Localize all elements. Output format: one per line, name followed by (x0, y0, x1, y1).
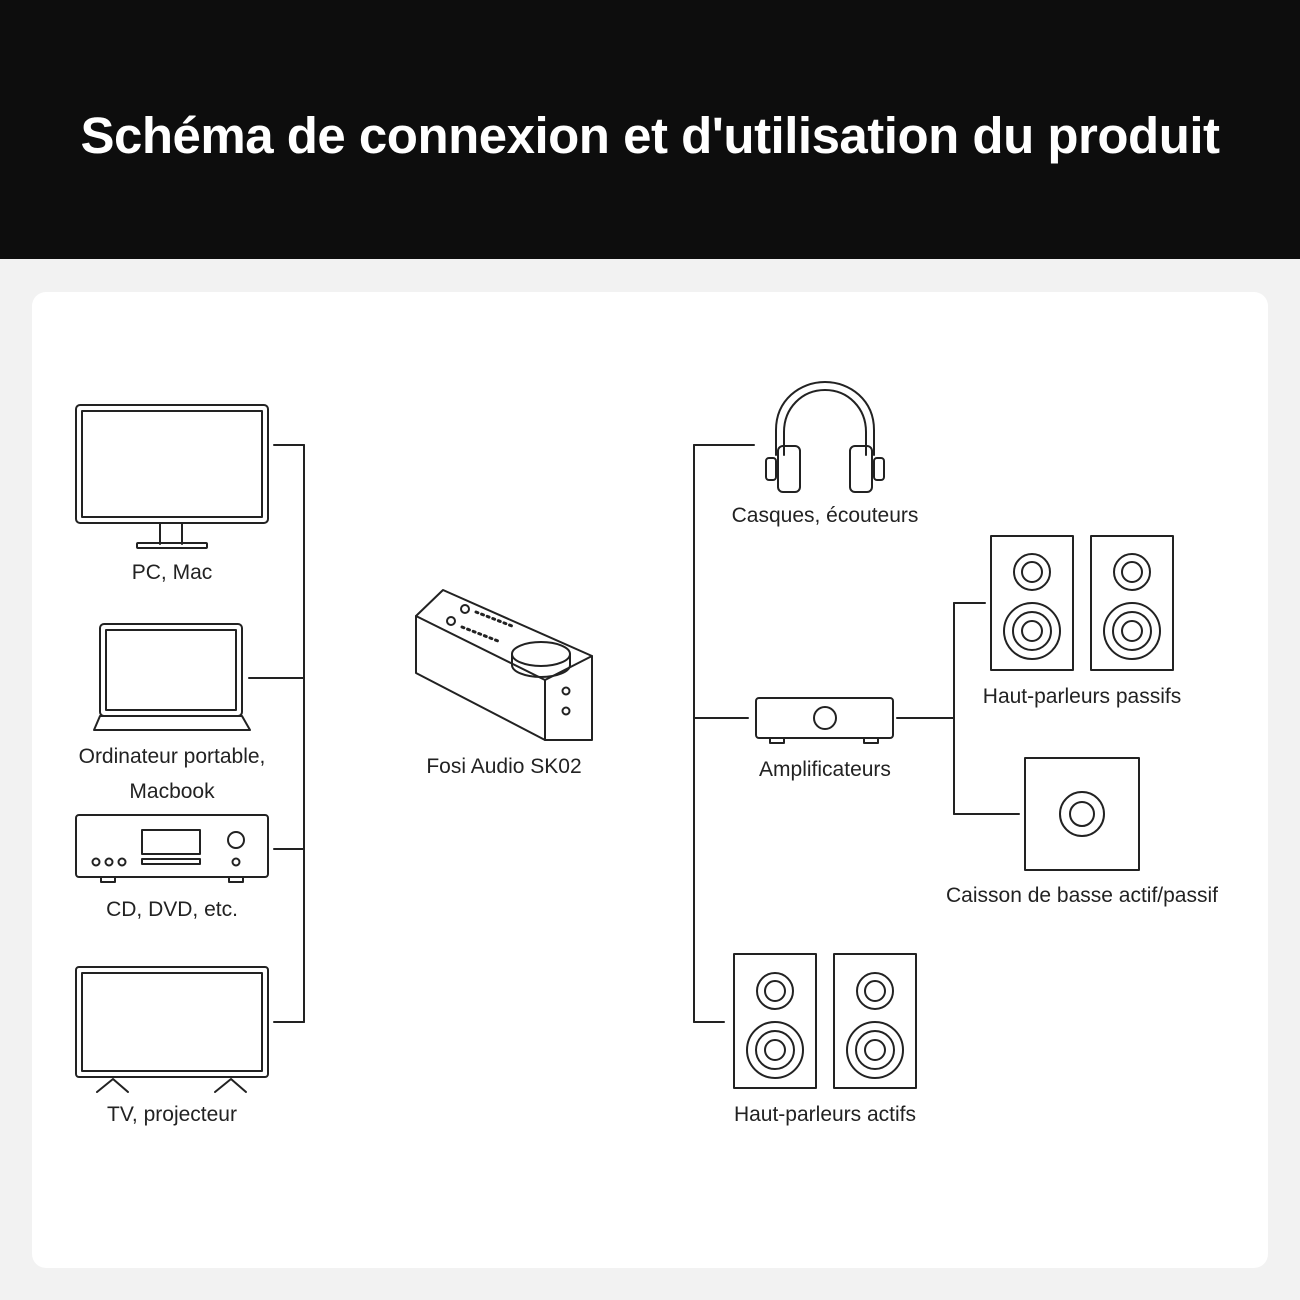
laptop-icon (93, 623, 251, 731)
output-connector-lines (693, 444, 1020, 1023)
monitor-icon (75, 404, 269, 549)
label-device: Fosi Audio SK02 (426, 755, 582, 778)
label-passive-speakers: Haut-parleurs passifs (982, 685, 1182, 708)
diagram-panel (32, 292, 1268, 1268)
header-banner: Schéma de connexion et d'utilisation du … (0, 0, 1300, 259)
label-pc: PC, Mac (131, 561, 213, 584)
amplifier-icon (755, 697, 894, 744)
headphones-icon (765, 381, 885, 493)
label-cd: CD, DVD, etc. (106, 898, 238, 921)
tv-icon (75, 966, 269, 1093)
page-title: Schéma de connexion et d'utilisation du … (80, 107, 1220, 164)
label-laptop: Ordinateur portable, Macbook (78, 745, 266, 803)
cd-player-icon (75, 814, 269, 883)
label-headphones: Casques, écouteurs (731, 504, 919, 527)
active-speakers-icon (733, 953, 917, 1089)
label-tv: TV, projecteur (107, 1103, 237, 1126)
label-subwoofer: Caisson de basse actif/passif (946, 884, 1218, 907)
label-amplifier: Amplificateurs (759, 758, 891, 781)
subwoofer-icon (1024, 757, 1140, 871)
label-active-speakers: Haut-parleurs actifs (733, 1103, 917, 1126)
passive-speakers-icon (990, 535, 1174, 671)
source-connector-lines (248, 444, 305, 1023)
dac-amplifier-icon (415, 589, 593, 741)
